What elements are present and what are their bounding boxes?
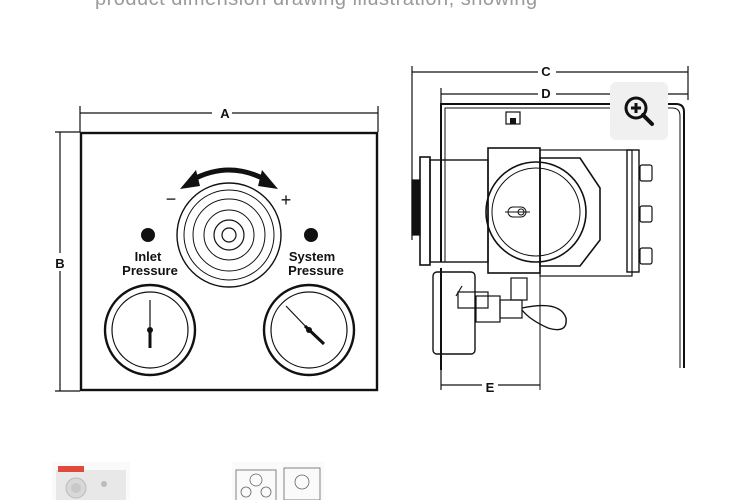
knob-side [411, 179, 421, 236]
safety-lanyard [521, 304, 567, 331]
rear-plate [626, 149, 640, 273]
adjust-arrow-right-head [258, 170, 278, 189]
inlet-label-line2: Pressure [122, 263, 178, 278]
header-caption: product dimension drawing illustration, … [95, 0, 538, 11]
fitting [457, 291, 489, 309]
dimension-c-label: C [541, 64, 551, 79]
plus-sign: + [281, 190, 292, 210]
zoom-button[interactable] [610, 82, 668, 140]
dimension-d-label: D [541, 86, 550, 101]
adjust-arrow-arc [190, 167, 268, 183]
product-photo-thumbnail-image [56, 466, 126, 500]
inlet-pressure-gauge [103, 283, 197, 377]
regulator-knob-outer [176, 182, 282, 288]
system-label-line1: System [289, 249, 335, 264]
minus-sign: − [166, 189, 177, 209]
dimension-b-label: B [55, 256, 64, 271]
dimension-drawing-thumbnail-image [235, 467, 321, 500]
adjust-arrow-left-head [180, 170, 200, 189]
system-label-line2: Pressure [288, 263, 344, 278]
rear-bolt [639, 164, 653, 182]
side-view [411, 63, 689, 394]
regulator-body-left [429, 159, 489, 263]
zoom-in-icon [624, 96, 654, 126]
system-pressure-gauge [262, 283, 356, 377]
front-view [52, 104, 379, 392]
inlet-port [485, 161, 587, 263]
rear-bolt [639, 205, 653, 223]
inlet-indicator-dot [141, 228, 155, 242]
front-flange [419, 156, 431, 266]
regulator-cap [539, 157, 601, 267]
inlet-label-line1: Inlet [135, 249, 162, 264]
front-panel [79, 131, 379, 392]
dimension-e-label: E [486, 380, 495, 395]
mounting-bracket [440, 103, 685, 368]
thumbnail-product-photo[interactable] [52, 462, 130, 500]
regulator-knob-center [221, 227, 237, 243]
system-indicator-dot [304, 228, 318, 242]
dimension-a-label: A [220, 106, 230, 121]
rear-bolt [639, 247, 653, 265]
thumbnail-dimension-drawing[interactable] [232, 462, 324, 500]
lower-bracket [432, 271, 476, 355]
